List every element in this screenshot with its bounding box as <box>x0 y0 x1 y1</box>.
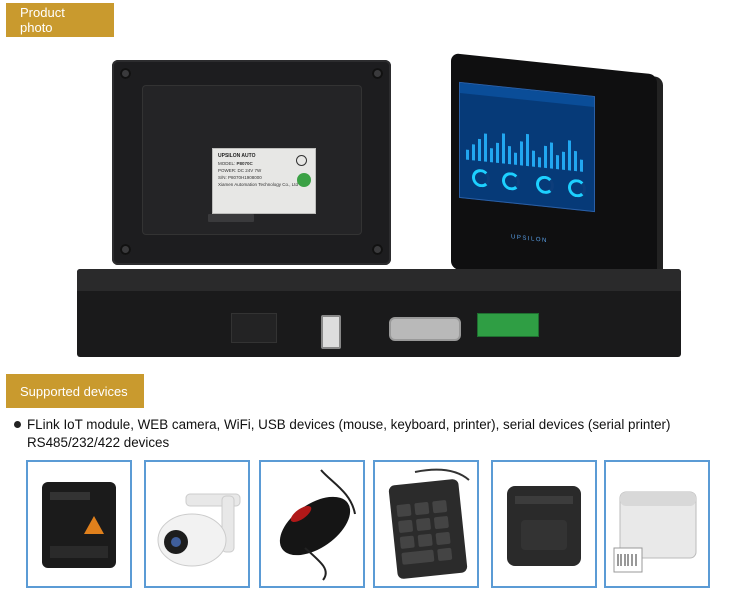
gauge-icon <box>502 171 520 192</box>
supported-line-1: FLink IoT module, WEB camera, WiFi, USB … <box>27 417 671 432</box>
hmi-screen-bar <box>514 152 517 165</box>
hmi-screen-bar <box>508 145 511 165</box>
hmi-screen-bar <box>502 133 505 164</box>
sd-slot <box>231 313 277 343</box>
label-sn-row: S/N: P8070H1908000 <box>218 174 310 181</box>
label-printer-icon <box>613 491 697 573</box>
hmi-screen-bar <box>544 145 547 169</box>
device-keypad <box>373 460 479 588</box>
label-power-key: POWER: <box>218 168 237 173</box>
device-thermal-printer <box>491 460 597 588</box>
label-brand: UPSILON AUTO <box>218 153 256 159</box>
hmi-front-photo: UPSILON <box>451 53 657 291</box>
serial-port-icon <box>389 317 461 341</box>
gauge-icon <box>472 168 490 189</box>
iot-module-icon <box>42 482 116 568</box>
hmi-screen-bar <box>556 155 559 170</box>
hmi-screen-bar <box>472 144 475 161</box>
gauge-icon <box>568 178 586 199</box>
screw-icon <box>372 68 383 79</box>
hmi-screen-bar <box>550 142 553 169</box>
device-iot-module <box>26 460 132 588</box>
label-power-value: DC 24V 7W <box>237 168 262 173</box>
hmi-screen-topbar <box>460 82 594 108</box>
hmi-screen-bar <box>526 133 529 167</box>
hmi-screen-bar <box>538 157 541 168</box>
hmi-screen-bar <box>478 138 481 162</box>
gauge-icon <box>536 174 554 195</box>
hmi-screen-bar <box>568 140 571 171</box>
hmi-screen-bar <box>496 142 499 164</box>
label-sn-key: S/N: <box>218 175 227 180</box>
label-model-key: MODEL: <box>218 161 236 166</box>
supported-devices-text: FLink IoT module, WEB camera, WiFi, USB … <box>14 416 739 452</box>
supported-line-2: RS485/232/422 devices <box>27 435 170 450</box>
screw-icon <box>120 68 131 79</box>
bullet-icon <box>14 420 21 428</box>
device-web-camera <box>144 460 250 588</box>
hmi-screen-bar <box>466 149 469 160</box>
usb-port-icon <box>321 315 341 349</box>
label-maker: Xiamen Automation Technology Co., Ltd <box>218 182 298 187</box>
web-camera-icon <box>157 493 241 567</box>
hmi-side-bezel <box>77 269 681 291</box>
back-port <box>208 214 254 222</box>
product-photo-label: Product photo <box>20 5 65 35</box>
screw-icon <box>372 244 383 255</box>
supported-devices-label: Supported devices <box>20 383 128 399</box>
thermal-printer-icon <box>507 486 581 566</box>
hmi-screen-bar <box>520 141 523 166</box>
product-rating-label: UPSILON AUTO MODEL: P8070C POWER: DC 24V… <box>212 148 316 214</box>
label-sn-value: P8070H1908000 <box>228 175 262 180</box>
hmi-screen-bar <box>574 150 577 172</box>
power-terminal-icon <box>477 313 539 337</box>
green-seal-icon <box>297 173 311 187</box>
ce-mark-icon <box>296 155 307 166</box>
keypad-icon <box>388 468 470 579</box>
mouse-icon <box>279 469 356 581</box>
hmi-screen-bar <box>490 148 493 163</box>
hmi-back-panel-photo: UPSILON AUTO MODEL: P8070C POWER: DC 24V… <box>112 60 391 265</box>
label-model-row: MODEL: P8070C <box>218 160 310 167</box>
product-photo-tag: Product photo <box>6 3 114 37</box>
hmi-screen <box>459 81 595 213</box>
device-mouse <box>259 460 365 588</box>
hmi-screen-bar <box>562 151 565 170</box>
hmi-brand-logo: UPSILON <box>511 234 548 245</box>
hmi-bar-chart <box>466 126 590 173</box>
supported-devices-tag: Supported devices <box>6 374 144 408</box>
label-model-value: P8070C <box>236 161 253 166</box>
device-label-printer <box>604 460 710 588</box>
hmi-side-view-photo <box>77 269 681 357</box>
screw-icon <box>120 244 131 255</box>
label-power-row: POWER: DC 24V 7W <box>218 167 310 174</box>
hmi-screen-bar <box>484 133 487 162</box>
hmi-screen-bar <box>580 159 583 172</box>
hmi-screen-bar <box>532 150 535 167</box>
